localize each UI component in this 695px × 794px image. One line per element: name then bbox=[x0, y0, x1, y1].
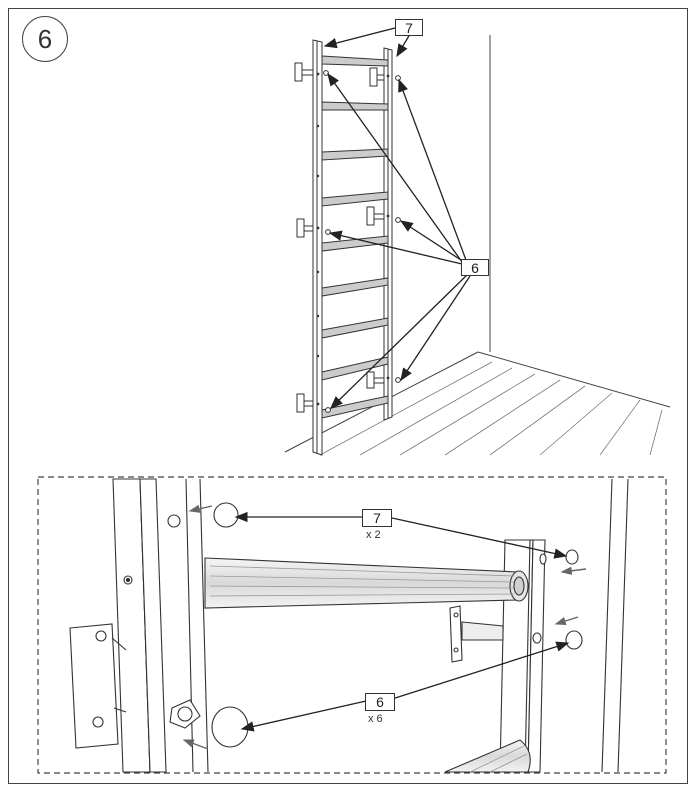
wall-brackets bbox=[294, 62, 385, 413]
diagram-frame bbox=[8, 8, 688, 784]
floor-boards bbox=[319, 361, 663, 456]
callout-7-quantity: x 2 bbox=[366, 529, 381, 541]
callout-6-quantity: x 6 bbox=[368, 713, 383, 725]
callout-6-overview: 6 bbox=[461, 259, 489, 276]
callout-7-overview: 7 bbox=[395, 19, 423, 36]
detail-box bbox=[37, 476, 667, 774]
callout-7-detail: 7 bbox=[362, 509, 392, 527]
detail-leaders bbox=[234, 511, 570, 732]
rungs bbox=[321, 55, 389, 419]
detail-illustration bbox=[69, 478, 629, 773]
motion-arrows bbox=[182, 504, 587, 750]
callout-6-detail: 6 bbox=[365, 693, 395, 711]
wall-bars bbox=[294, 39, 401, 456]
step-number-badge: 6 bbox=[22, 16, 68, 62]
overview-leaders bbox=[323, 27, 471, 409]
